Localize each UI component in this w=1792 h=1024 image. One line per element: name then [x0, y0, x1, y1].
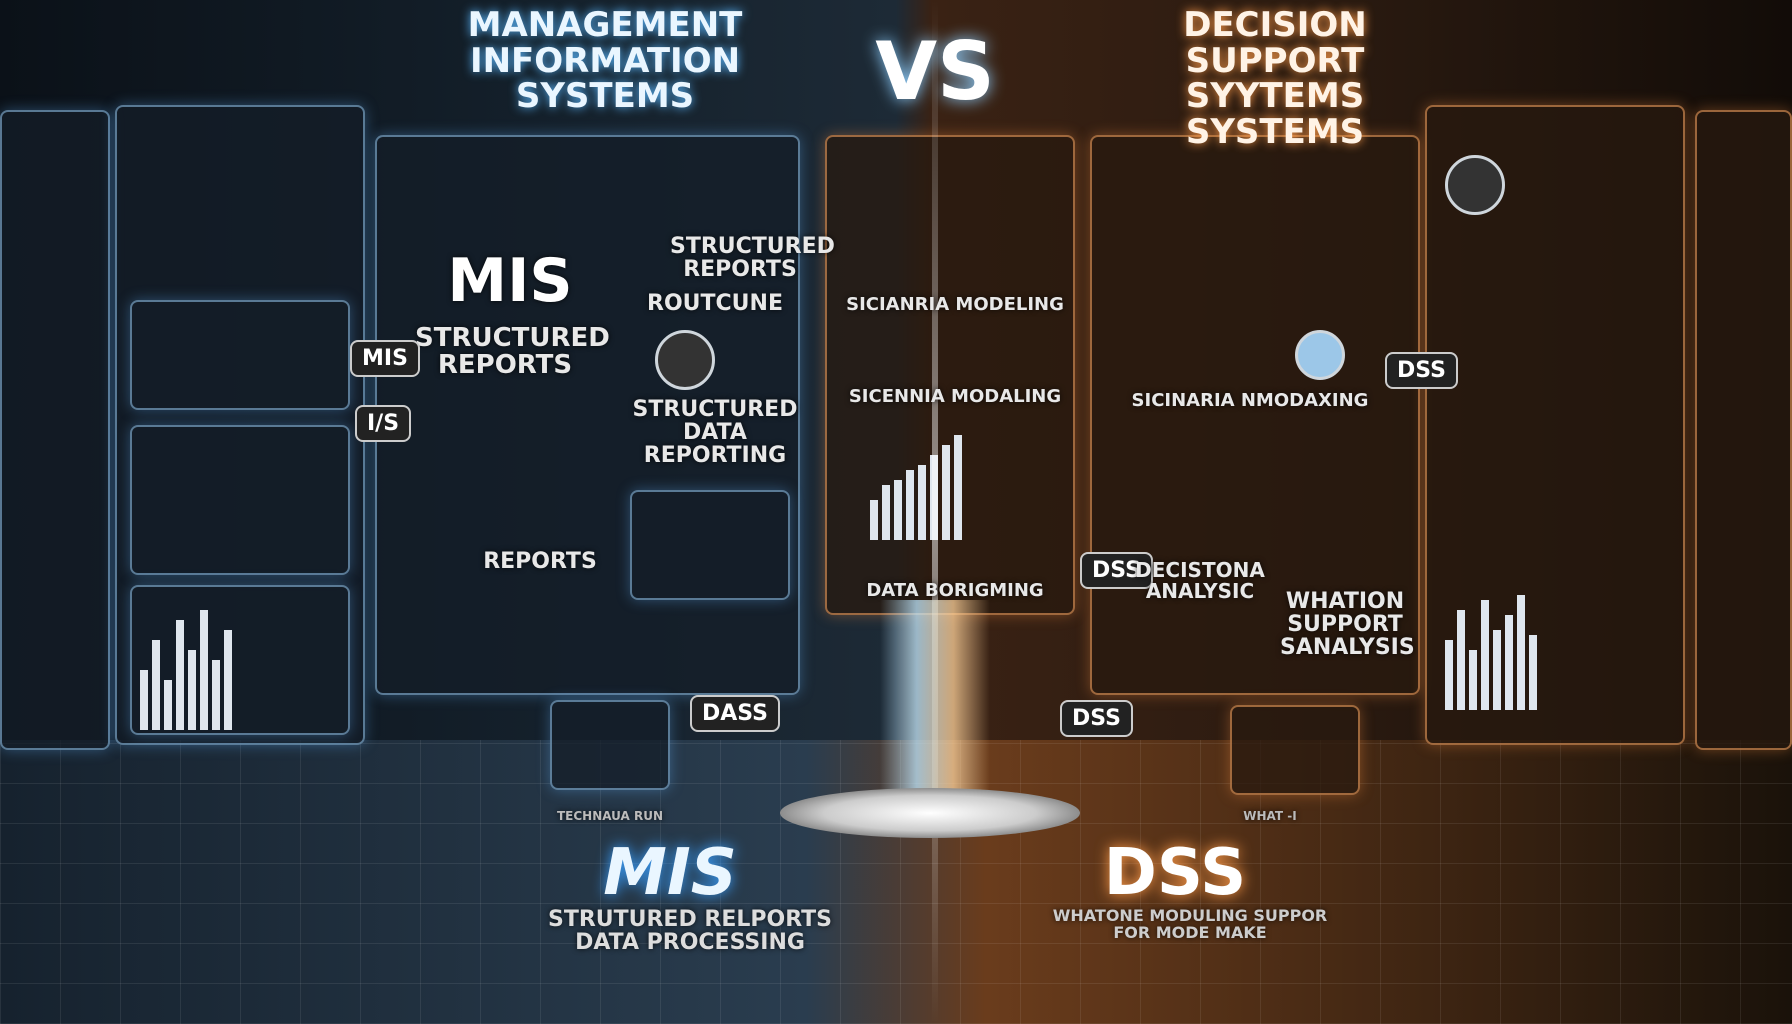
structured-data-reporting-label: STRUCTURED DATA REPORTING: [632, 397, 798, 469]
mis-chart-panel-mid: [130, 425, 350, 575]
vs-label: VS: [875, 25, 995, 118]
mis-monitor-caption: TECHNAUA RUN: [556, 809, 664, 823]
whatif-support-label: WHATION SUPPORT SANALYSIS: [1280, 589, 1415, 661]
dss-monitor-caption: WHAT -I: [1243, 809, 1297, 823]
structured-reports-top-label: STRUCTURED REPORTS: [670, 234, 835, 283]
scenario-modeling-label-1: SICIANRIA MODELING: [846, 294, 1064, 315]
data-modeling-label: DATA BORIGMING: [866, 580, 1044, 601]
dss-title-line-3: SYSTEMS: [1185, 112, 1365, 153]
dss-analysis-panel: [1090, 135, 1420, 695]
mis-reports-panel: [375, 135, 800, 695]
dss-title-line-1: DECISION SUPPORT: [1183, 5, 1367, 81]
dass-badge: DASS: [690, 695, 780, 732]
mis-footer-title: MIS: [603, 836, 737, 910]
dss-modeling-panel: [825, 135, 1075, 615]
routine-label: ROUTCUNE: [647, 291, 783, 316]
mis-donut-icon: [655, 330, 715, 390]
dss-right-bar-chart: [1445, 590, 1537, 710]
dss-title-line-2: SYYTEMS: [1185, 76, 1365, 117]
dss-bar-chart: [870, 430, 962, 540]
center-divider: [932, 0, 938, 1024]
central-platform: [780, 788, 1080, 838]
dss-badge-1: DSS: [1385, 352, 1458, 389]
desktop-monitor-icon: [550, 700, 670, 790]
mis-title-line-2: INFORMATION: [469, 40, 741, 81]
dss-badge-2: DSS: [1080, 552, 1153, 589]
scenario-modeling-label-2: SICENNIA MODALING: [848, 386, 1062, 407]
light-beam: [880, 600, 990, 810]
mis-title-line-1: MANAGEMENT: [467, 5, 743, 45]
mis-bar-chart: [140, 600, 232, 730]
mis-chart-panel-top: [130, 300, 350, 410]
mis-title: MANAGEMENT INFORMATION SYSTEMS: [440, 5, 770, 117]
mis-footer-subtitle: STRUTURED RELPORTS DATA PROCESSING: [547, 907, 833, 956]
decision-analysis-label: DECISTONA ANALYSIC: [1135, 558, 1265, 603]
dss-footer-subtitle: WHATONE MODULING SUPPOR FOR MODE MAKE: [1052, 906, 1328, 942]
scenario-modeling-label-3: SICINARIA NMODAXING: [1131, 390, 1369, 411]
reports-label: REPORTS: [483, 549, 597, 574]
dss-footer-title: DSS: [1103, 836, 1247, 910]
dss-desktop-monitor-icon: [1230, 705, 1360, 795]
structured-reports-label: STRUCTURED REPORTS: [415, 323, 610, 381]
mis-title-line-3: SYSTEMS: [515, 76, 695, 117]
dss-badge-3: DSS: [1060, 700, 1133, 737]
dss-pie-icon: [1295, 330, 1345, 380]
laptop-icon: [630, 490, 790, 600]
mis-badge: MIS: [350, 340, 420, 377]
dss-donut-icon: [1445, 155, 1505, 215]
dss-title: DECISION SUPPORT SYYTEMS SYSTEMS: [1090, 5, 1460, 153]
is-badge: I/S: [355, 405, 412, 442]
right-edge-panel: [1695, 110, 1792, 750]
mis-main-label: MIS: [447, 246, 573, 316]
left-edge-panel: [0, 110, 110, 750]
